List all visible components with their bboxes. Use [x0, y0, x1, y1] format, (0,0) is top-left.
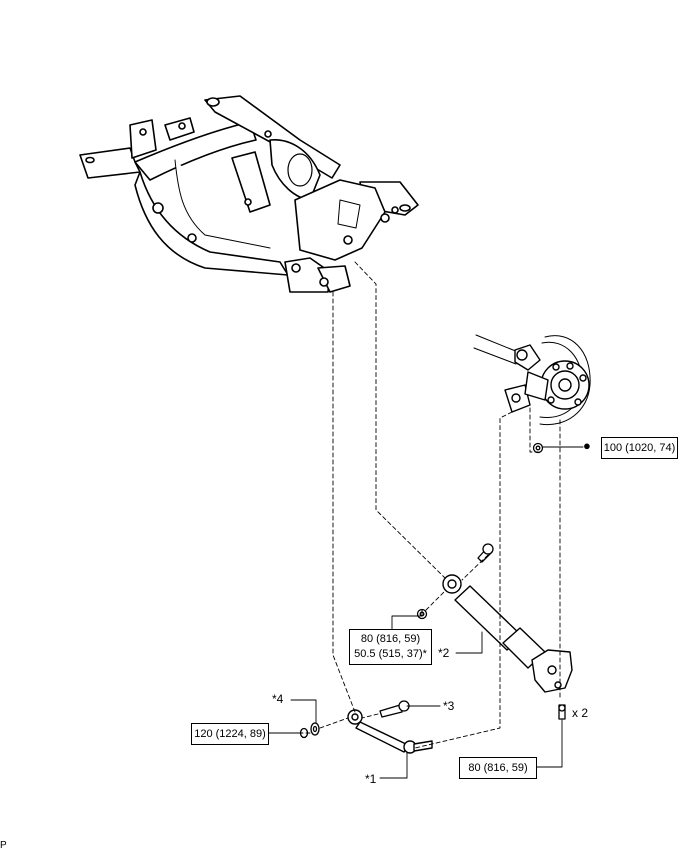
callout-ref-3: *3 [443, 699, 455, 713]
corner-code: P [0, 840, 7, 851]
non-reusable-mark: ● [583, 438, 591, 453]
torque-box-shock-lower-bolt: 80 (816, 59) [459, 757, 537, 779]
shock-absorber [442, 574, 573, 693]
shock-upper-bolt [477, 543, 494, 563]
callout-ref-1: *1 [365, 772, 377, 786]
knuckle-nut [532, 442, 544, 454]
callout-quantity: x 2 [572, 706, 589, 720]
callout-ref-4: *4 [272, 692, 284, 706]
alignment-lines [299, 261, 561, 749]
callout-ref-2: *2 [438, 646, 450, 660]
rear-subframe [79, 95, 419, 293]
arm-washer [310, 722, 320, 736]
torque-box-knuckle-nut: 100 (1020, 74) [601, 437, 678, 459]
torque-value: 80 (816, 59) [360, 633, 421, 645]
torque-value-alt: 50.5 (515, 37)* [354, 648, 427, 660]
arm-bolt [379, 700, 410, 718]
rear-axle-knuckle [473, 334, 591, 426]
torque-value: 80 (816, 59) [468, 762, 528, 774]
torque-value: 120 (1224, 89) [194, 728, 266, 740]
torque-box-shock-upper-nut: 80 (816, 59) 50.5 (515, 37)* [349, 629, 432, 665]
lower-arm [347, 709, 433, 754]
torque-value: 100 (1020, 74) [603, 442, 676, 454]
shock-lower-bolt [558, 704, 566, 720]
torque-box-arm-nut: 120 (1224, 89) [191, 723, 269, 745]
leader-lines [267, 446, 584, 779]
